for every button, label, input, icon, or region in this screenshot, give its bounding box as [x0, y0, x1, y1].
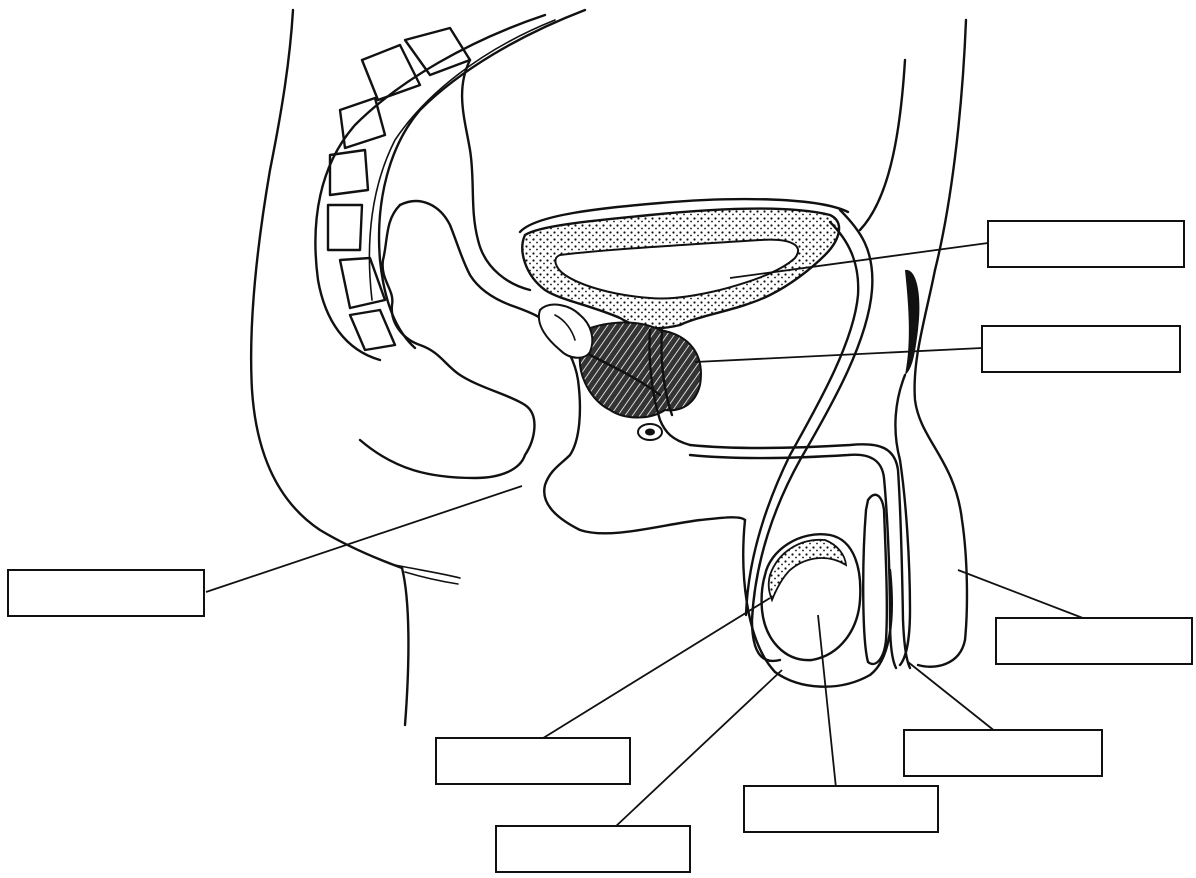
label-box-epididymis[interactable] [436, 738, 630, 784]
leader-anus [206, 486, 522, 592]
label-box-prostate[interactable] [982, 326, 1180, 372]
label-box-penis[interactable] [996, 618, 1192, 664]
testis [762, 534, 861, 660]
label-box-bladder[interactable] [988, 221, 1184, 267]
label-box-testis[interactable] [744, 786, 938, 832]
label-boxes [8, 221, 1192, 872]
leader-epididymis [540, 598, 770, 740]
label-box-scrotum[interactable] [496, 826, 690, 872]
leader-penis [958, 570, 1088, 620]
label-box-urethra-opening[interactable] [904, 730, 1102, 776]
label-box-anus[interactable] [8, 570, 204, 616]
leader-urethra-opening [908, 662, 996, 732]
